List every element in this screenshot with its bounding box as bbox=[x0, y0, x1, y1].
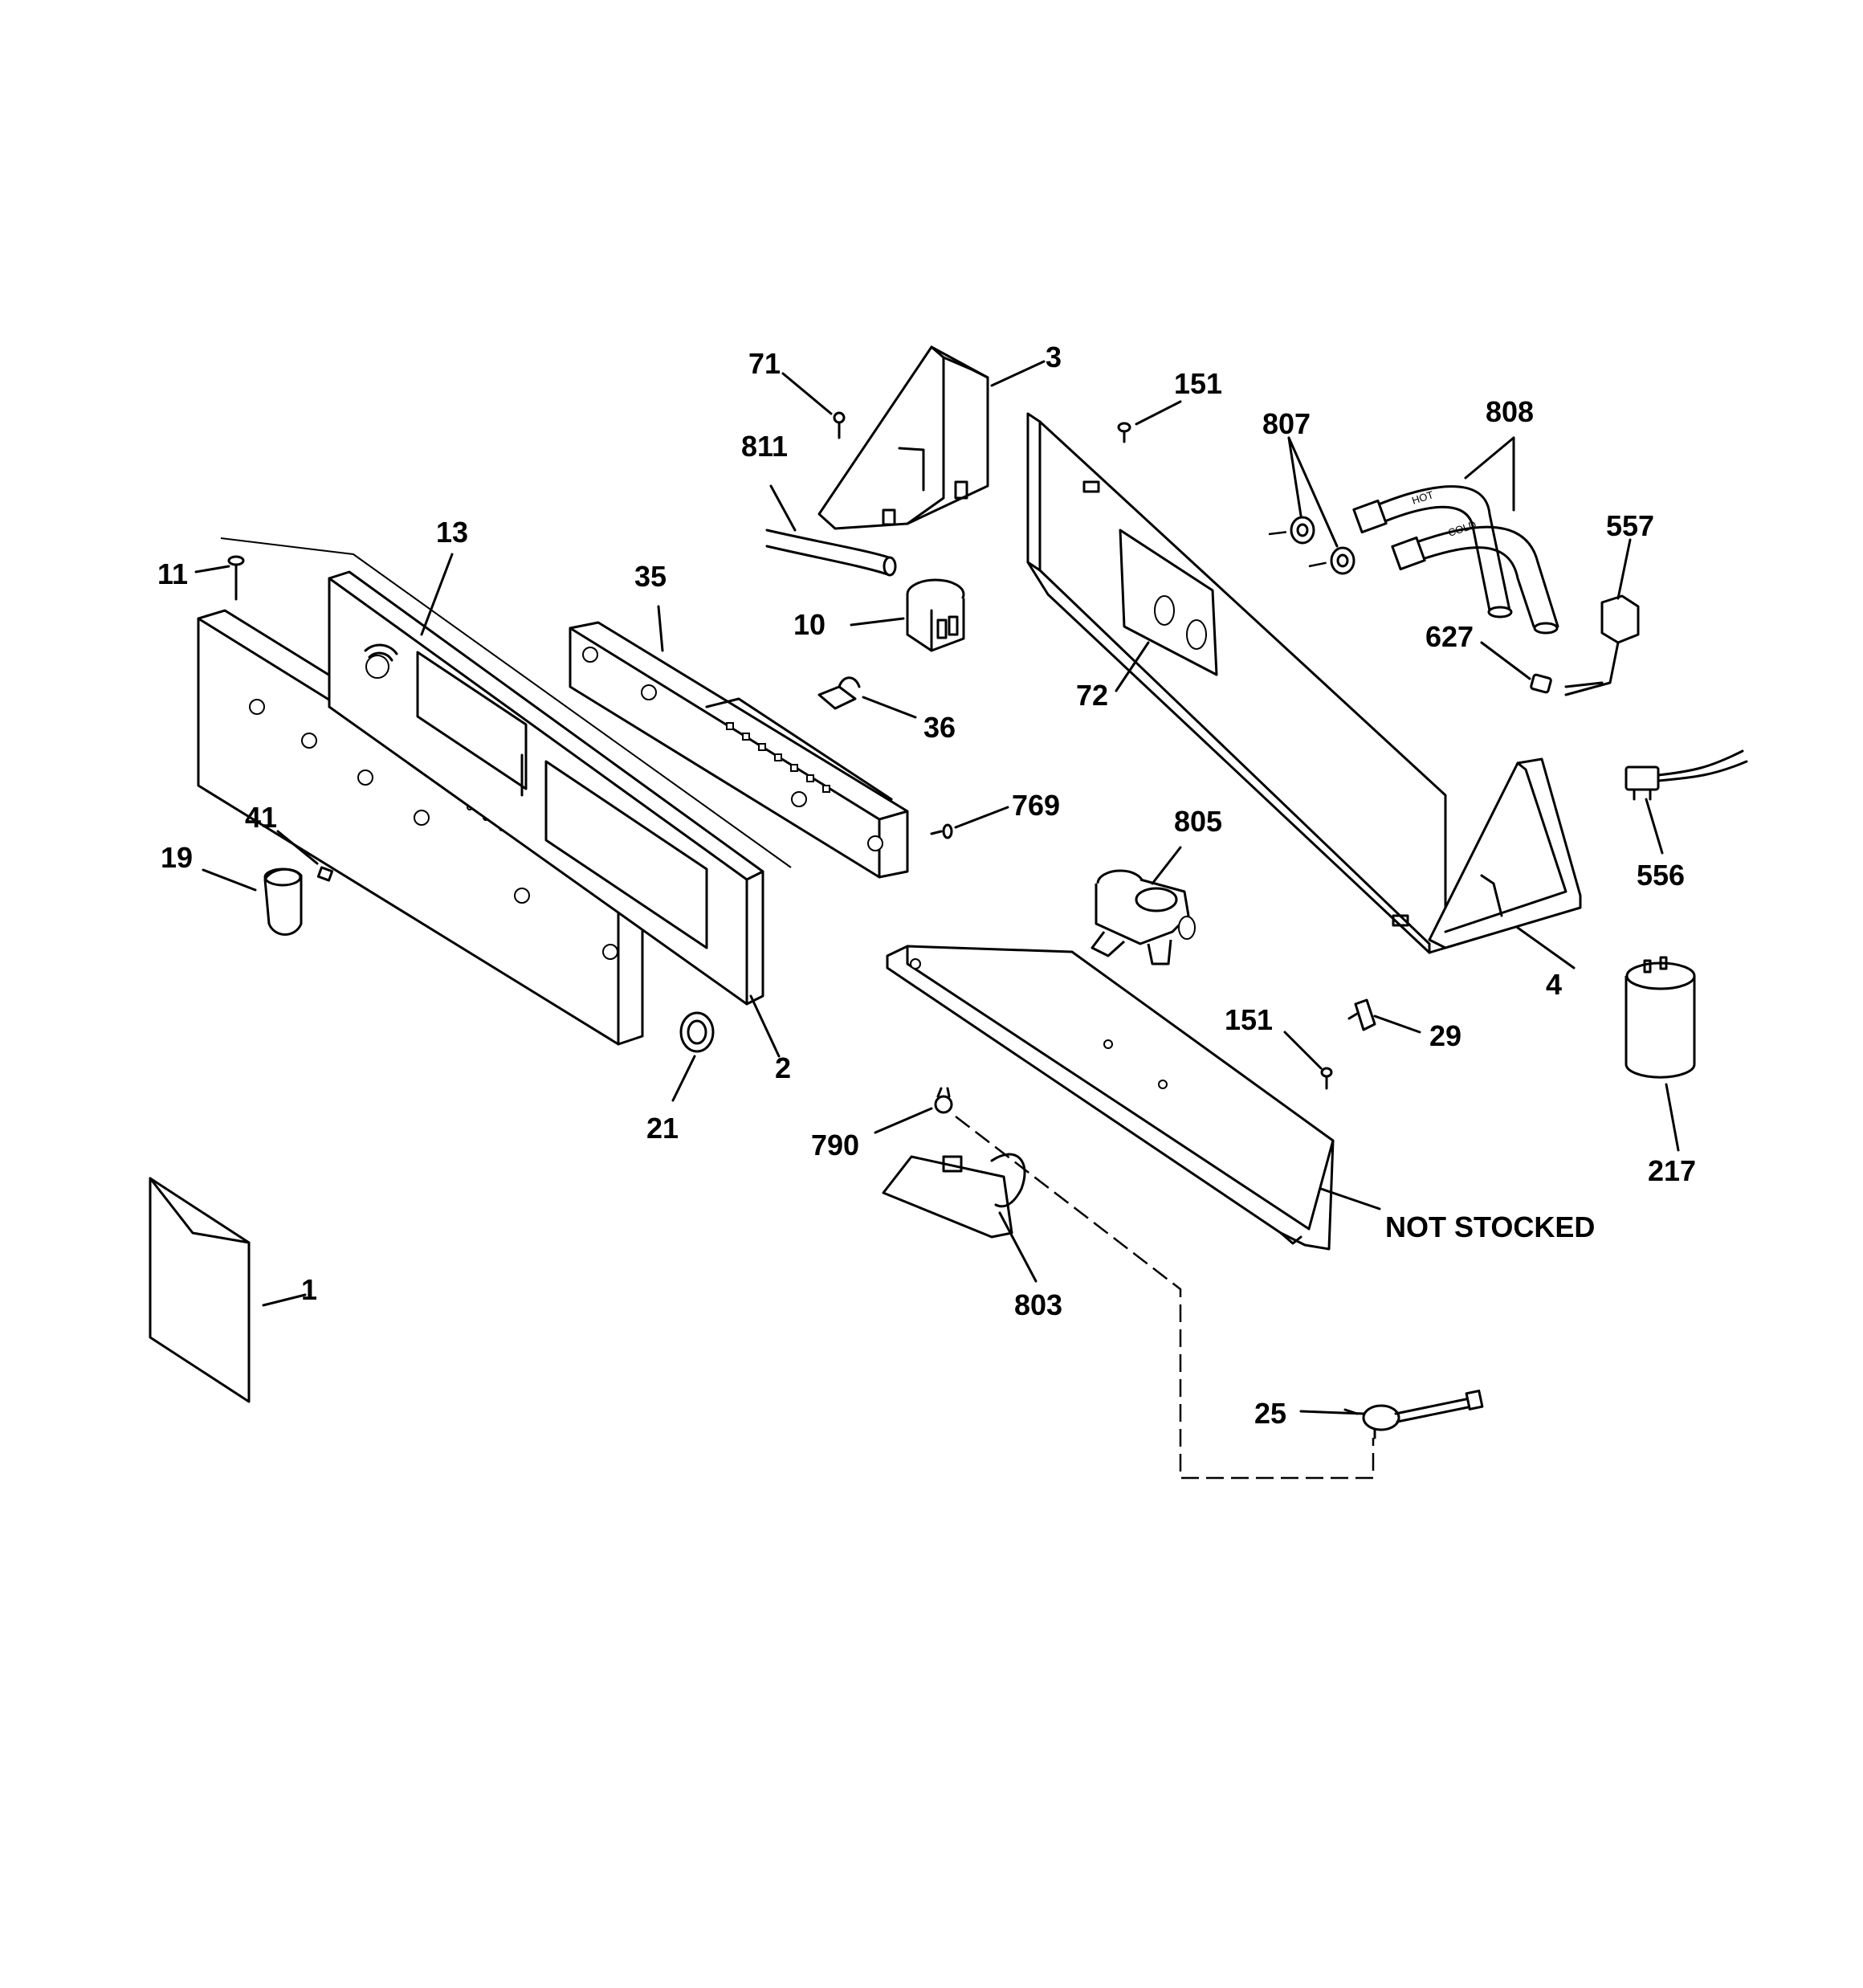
callout-1: 1 bbox=[301, 1273, 317, 1306]
callout-36: 36 bbox=[923, 711, 956, 744]
callout-803: 803 bbox=[1014, 1288, 1062, 1321]
callout-13: 13 bbox=[436, 516, 468, 549]
callout-151-lower: 151 bbox=[1225, 1003, 1273, 1036]
part-217-capacitor bbox=[1625, 956, 1696, 1079]
callout-10: 10 bbox=[793, 608, 826, 641]
part-19-knob bbox=[263, 867, 303, 936]
callout-35: 35 bbox=[634, 560, 667, 593]
callout-808: 808 bbox=[1486, 395, 1534, 428]
part-807-washers bbox=[1268, 516, 1355, 575]
callout-labels: 1 2 3 4 10 11 13 19 21 25 29 35 36 41 71… bbox=[157, 341, 1696, 1430]
part-556-harness bbox=[1625, 749, 1748, 801]
callout-29: 29 bbox=[1429, 1019, 1461, 1052]
pcb-pins bbox=[726, 722, 830, 793]
callout-557: 557 bbox=[1606, 509, 1654, 542]
part-790-clamp bbox=[934, 1087, 953, 1114]
callout-807: 807 bbox=[1262, 407, 1311, 440]
callout-19: 19 bbox=[161, 841, 193, 874]
callout-21: 21 bbox=[646, 1112, 679, 1145]
callout-25: 25 bbox=[1254, 1397, 1286, 1430]
callout-72: 72 bbox=[1076, 679, 1108, 712]
callout-769: 769 bbox=[1012, 789, 1060, 822]
part-72-back-panel bbox=[1026, 412, 1447, 954]
part-557-connector bbox=[1564, 594, 1640, 696]
callout-41: 41 bbox=[245, 801, 277, 834]
part-803-bracket bbox=[882, 1153, 1026, 1239]
callout-not-stocked: NOT STOCKED bbox=[1385, 1210, 1595, 1243]
part-4-end-cap bbox=[1428, 757, 1582, 949]
part-811-hose bbox=[765, 529, 897, 577]
part-3-end-cap bbox=[817, 345, 989, 530]
part-808-fill-hoses: HOT COLD bbox=[1352, 485, 1559, 635]
callout-3: 3 bbox=[1046, 341, 1062, 374]
callout-151-upper: 151 bbox=[1174, 367, 1222, 400]
leader-lines bbox=[194, 360, 1680, 1415]
callout-627: 627 bbox=[1425, 620, 1474, 653]
part-41-set-screw bbox=[316, 866, 334, 882]
part-35-pcb-bracket bbox=[569, 621, 909, 879]
base-panel-not-stocked bbox=[886, 945, 1335, 1251]
part-769-screw bbox=[930, 823, 953, 839]
part-36-clip bbox=[817, 676, 861, 710]
part-1-envelope bbox=[149, 1177, 251, 1403]
part-2-panel-frame bbox=[328, 570, 764, 1006]
callout-11: 11 bbox=[157, 557, 188, 590]
callout-556: 556 bbox=[1637, 859, 1685, 892]
callout-4: 4 bbox=[1546, 968, 1562, 1001]
callout-805: 805 bbox=[1174, 805, 1222, 838]
part-627-grommet bbox=[1530, 673, 1552, 694]
part-151-screw-upper bbox=[1117, 422, 1131, 443]
panel-knob-holes bbox=[249, 699, 618, 960]
part-151-screw-lower bbox=[1320, 1067, 1333, 1090]
callout-811: 811 bbox=[741, 430, 788, 463]
part-11-screw bbox=[227, 555, 245, 601]
part-71-screw bbox=[833, 411, 846, 439]
part-21-button bbox=[679, 1011, 715, 1053]
reference-line bbox=[220, 537, 792, 868]
callout-217: 217 bbox=[1648, 1154, 1696, 1187]
wire-route bbox=[955, 1116, 1375, 1480]
cold-hose-mark: COLD bbox=[1446, 518, 1478, 538]
part-25-sensor bbox=[1362, 1390, 1484, 1439]
callout-2: 2 bbox=[775, 1051, 791, 1084]
part-29-clip bbox=[1347, 998, 1376, 1031]
part-10-pressure-switch bbox=[906, 578, 965, 652]
part-805-water-valve bbox=[1090, 869, 1196, 965]
callout-71: 71 bbox=[748, 347, 781, 380]
callout-790: 790 bbox=[811, 1129, 859, 1161]
